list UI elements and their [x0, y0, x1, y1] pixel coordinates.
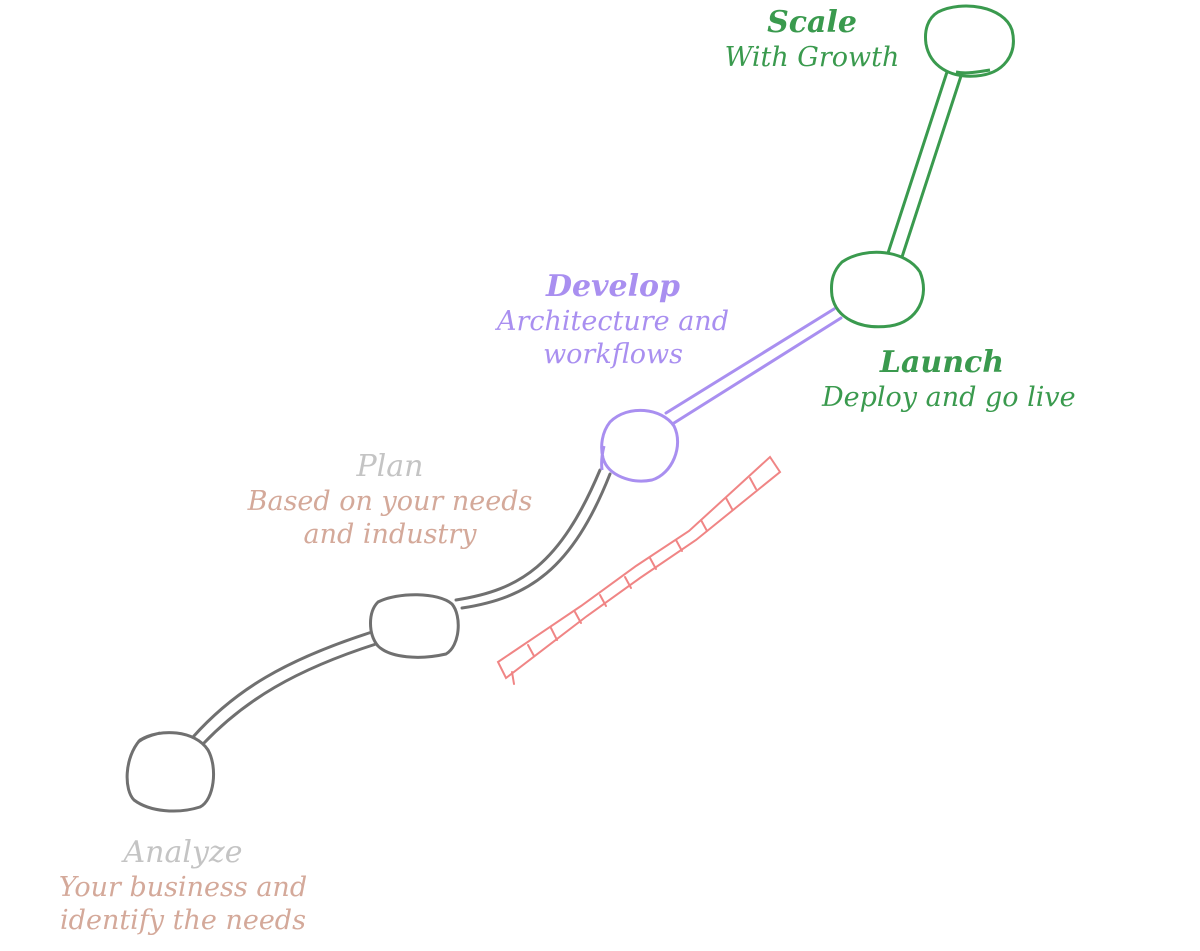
red-hatched-bar: [496, 455, 782, 685]
node-develop: [600, 408, 680, 483]
step-scale-title: Scale: [767, 5, 857, 40]
step-analyze-line-2: identify the needs: [60, 905, 306, 937]
node-analyze: [125, 731, 215, 813]
step-develop-title: Develop: [545, 269, 680, 304]
step-scale-description: With Growth: [712, 41, 912, 75]
connector-develop-launch: [664, 307, 843, 425]
connector-plan-develop: [454, 468, 612, 610]
step-scale: Scale With Growth: [712, 5, 912, 75]
step-analyze-line-1: Your business and: [58, 871, 308, 903]
step-plan: Plan Based on your needs and industry: [240, 449, 540, 553]
step-develop-line-1: Architecture and: [497, 305, 729, 337]
step-plan-title: Plan: [356, 449, 424, 484]
step-plan-description: Based on your needs and industry: [240, 485, 540, 553]
step-analyze: Analyze Your business and identify the n…: [52, 835, 314, 939]
step-develop-description: Architecture and workflows: [488, 305, 738, 373]
step-launch-title: Launch: [879, 345, 1005, 380]
step-develop: Develop Architecture and workflows: [488, 269, 738, 373]
step-launch-line-1: Deploy and go live: [822, 381, 1076, 413]
step-launch-description: Deploy and go live: [822, 381, 1076, 415]
step-plan-line-1: Based on your needs: [247, 485, 533, 517]
step-launch: Launch Deploy and go live: [822, 345, 1076, 415]
step-develop-line-2: workflows: [543, 339, 683, 371]
step-analyze-description: Your business and identify the needs: [52, 871, 314, 939]
node-scale: [924, 4, 1015, 78]
step-plan-line-2: and industry: [303, 519, 477, 551]
node-plan: [369, 593, 460, 659]
connector-launch-scale: [886, 70, 963, 259]
step-scale-line-1: With Growth: [724, 41, 900, 73]
connector-analyze-plan: [191, 630, 378, 746]
step-analyze-title: Analyze: [123, 835, 243, 870]
node-launch: [830, 250, 925, 329]
